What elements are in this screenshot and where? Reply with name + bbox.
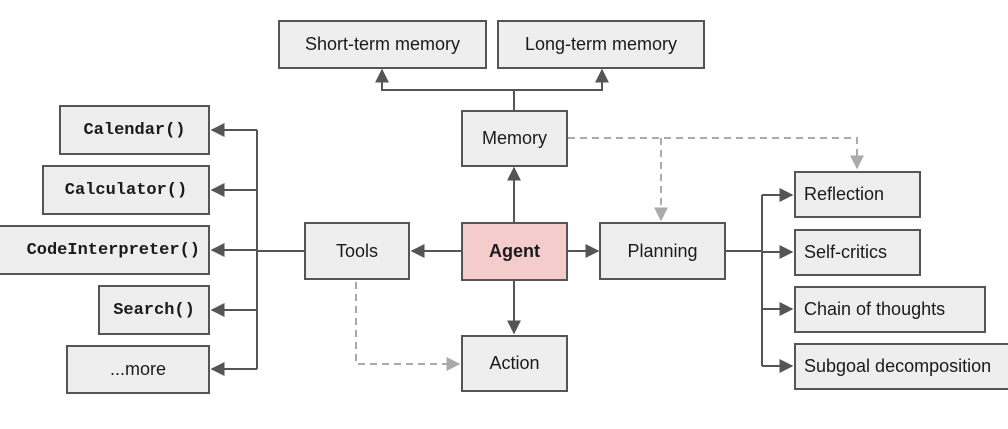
chain-of-thoughts-node: Chain of thoughts [794, 286, 986, 333]
long-term-memory-node: Long-term memory [497, 20, 705, 69]
tools-node: Tools [304, 222, 410, 280]
self-critics-node: Self-critics [794, 229, 921, 276]
code-interpreter-tool-node: CodeInterpreter() [0, 225, 210, 275]
memory-to-short-term-arrow [375, 68, 514, 91]
action-node: Action [461, 335, 568, 392]
more-tools-node: ...more [66, 345, 210, 394]
short-term-memory-node: Short-term memory [278, 20, 487, 69]
tools-to-action-dashed-arrow [355, 282, 461, 371]
search-tool-node: Search() [98, 285, 210, 335]
calendar-tool-node: Calendar() [59, 105, 210, 155]
reflection-node: Reflection [794, 171, 921, 218]
subgoal-decomposition-node: Subgoal decomposition [794, 343, 1008, 390]
tools-bus-line [256, 130, 304, 369]
memory-to-long-term-arrow [514, 68, 609, 91]
agent-node: Agent [461, 222, 568, 281]
memory-node: Memory [461, 110, 568, 167]
planning-node: Planning [599, 222, 726, 280]
calculator-tool-node: Calculator() [42, 165, 210, 215]
planning-bus-line [726, 195, 763, 366]
memory-to-reflection-dashed-arrow [568, 137, 864, 170]
